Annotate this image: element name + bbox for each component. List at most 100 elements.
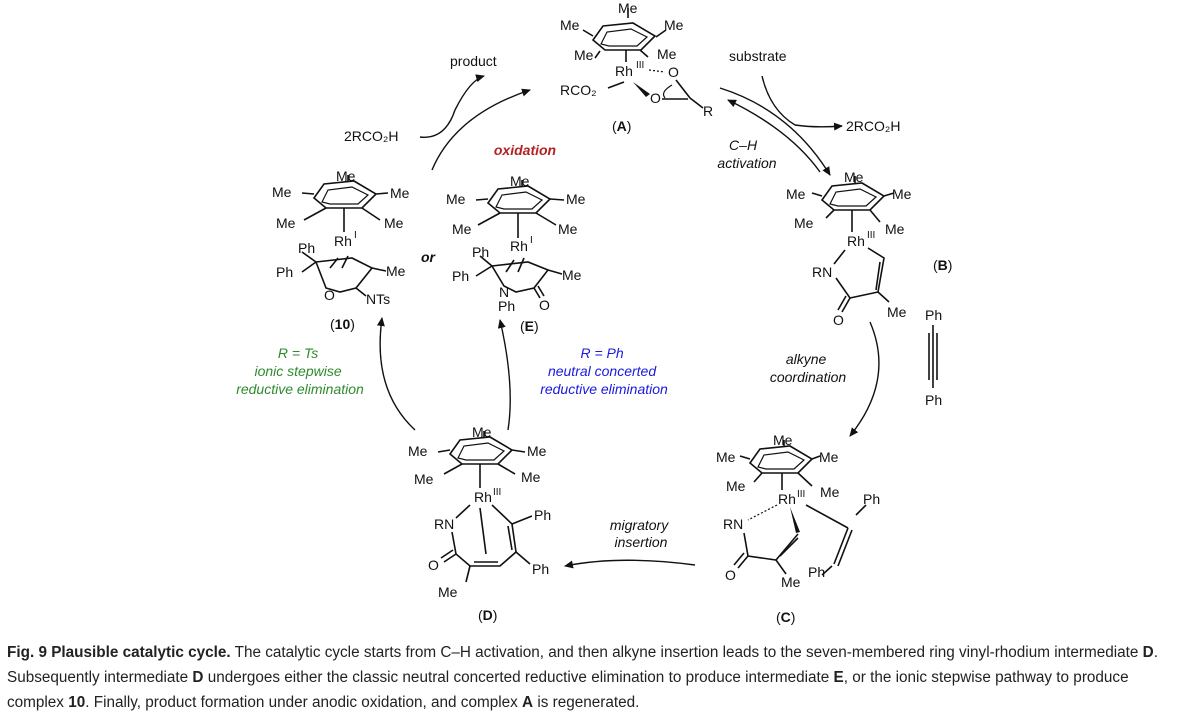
arrow-product-out (454, 74, 485, 111)
me-label: Me (408, 443, 428, 459)
me-label: Me (885, 221, 905, 237)
arrow-a-to-b (719, 87, 831, 176)
me-label: Me (560, 17, 580, 33)
rh-oxidation-state: III (867, 230, 875, 241)
figure-title: Plausible catalytic cycle. (51, 644, 231, 661)
caption-text: is regenerated. (537, 694, 640, 711)
alkyne-coordination-label: alkyne coordination (770, 351, 846, 385)
o-label: O (668, 64, 679, 80)
ph-label: Ph (925, 392, 942, 408)
me-label: Me (566, 191, 586, 207)
me-label: Me (887, 304, 907, 320)
me-label: Me (276, 215, 296, 231)
caption-ref: A (522, 694, 534, 711)
ph-label: Ph (808, 564, 825, 580)
caption-ref: D (1142, 644, 1154, 661)
ch-activation-label: C–H activation (717, 137, 776, 171)
figure-number: Fig. 9 (7, 644, 47, 661)
me-label: Me (726, 478, 746, 494)
compound-label-B: (B) (933, 257, 952, 273)
compound-label-C: (C) (776, 609, 795, 625)
compound-A: Me Me Me Me Me Rh III O RCO₂ O R (A) (560, 0, 713, 134)
caption-text: The catalytic cycle starts from C–H acti… (234, 644, 1139, 661)
me-label: Me (438, 584, 458, 600)
ph-label: Ph (298, 240, 315, 256)
acid-left-label: 2RCO₂H (344, 128, 398, 144)
arrow-b-to-a-reverse (727, 99, 821, 173)
acid-right-label: 2RCO₂H (846, 118, 900, 134)
rn-label: RN (812, 264, 832, 280)
me-label: Me (521, 469, 541, 485)
anodic-oxidation-label: oxidation (494, 142, 556, 158)
figure-caption: Fig. 9 Plausible catalytic cycle. The ca… (7, 640, 1177, 715)
rh-label: Rh (847, 233, 865, 249)
n-label: N (499, 284, 509, 300)
me-label: Me (446, 191, 466, 207)
compound-C: Me Me Me Me Me Rh III RN O Me Ph Ph (C) (716, 432, 880, 625)
me-label: Me (452, 221, 472, 237)
arrow-d-to-e (497, 319, 511, 431)
ph-label: Ph (452, 268, 469, 284)
rh-label: Rh (778, 491, 796, 507)
caption-ref: 10 (68, 694, 86, 711)
caption-text: , or the ionic stepwise pathway to produ… (7, 669, 1129, 711)
me-label: Me (786, 186, 806, 202)
ph-label: Ph (498, 298, 515, 314)
ph-label: Ph (532, 561, 549, 577)
me-label: Me (773, 432, 793, 448)
me-label: Me (716, 449, 736, 465)
rn-label: RN (723, 516, 743, 532)
o-label: O (833, 312, 844, 328)
o-label: O (725, 567, 736, 583)
me-label: Me (336, 168, 356, 184)
me-label: Me (384, 215, 404, 231)
rh-oxidation-state: I (530, 235, 533, 246)
rh-oxidation-state: III (797, 489, 805, 500)
rh-oxidation-state: I (354, 230, 357, 241)
rn-label: RN (434, 516, 454, 532)
ph-label: Ph (863, 491, 880, 507)
r-label: R (703, 103, 713, 119)
arrow-d-to-10 (376, 317, 416, 431)
catalytic-cycle-diagram: Me Me Me Me Me Rh III O RCO₂ O R (A) Me … (236, 0, 952, 625)
me-label: Me (558, 221, 578, 237)
rh-label: Rh (474, 489, 492, 505)
migratory-insertion-label: migratory insertion (610, 517, 672, 550)
arrow-b-to-c (849, 321, 880, 437)
o-label: O (650, 90, 661, 106)
ts-pathway-label: R = Ts ionic stepwise reductive eliminat… (236, 345, 364, 397)
rh-oxidation-state: III (493, 487, 501, 498)
me-label: Me (272, 184, 292, 200)
arrow-to-a (431, 88, 531, 171)
rco2-label: RCO₂ (560, 82, 597, 98)
ph-label: Ph (534, 507, 551, 523)
rh-label: Rh (334, 233, 352, 249)
cycle-arrows (376, 74, 880, 569)
me-label: Me (781, 574, 801, 590)
compound-B: Me Me Me Me Me Rh III RN O Me (B) (786, 169, 952, 328)
product-label: product (450, 53, 497, 69)
me-label: Me (892, 186, 912, 202)
me-label: Me (386, 263, 406, 279)
me-label: Me (618, 0, 638, 16)
ph-label: Ph (276, 264, 293, 280)
me-label: Me (820, 484, 840, 500)
arrow-c-to-d (564, 559, 696, 569)
me-label: Me (794, 215, 814, 231)
me-label: Me (844, 169, 864, 185)
arrow-acid-in-left (419, 109, 456, 138)
me-label: Me (472, 424, 492, 440)
ph-label: Ph (472, 244, 489, 260)
substrate-label: substrate (729, 48, 787, 64)
rh-label: Rh (510, 238, 528, 254)
compound-label-D: (D) (478, 607, 497, 623)
caption-text: . Subsequently intermediate (7, 644, 1158, 686)
ph-label: Ph (925, 307, 942, 323)
o-label: O (324, 287, 335, 303)
me-label: Me (664, 17, 684, 33)
caption-text: undergoes either the classic neutral con… (207, 669, 830, 686)
arrow-acid-out-right (794, 122, 843, 131)
compound-label-E: (E) (520, 318, 539, 334)
me-label: Me (562, 267, 582, 283)
me-label: Me (390, 185, 410, 201)
